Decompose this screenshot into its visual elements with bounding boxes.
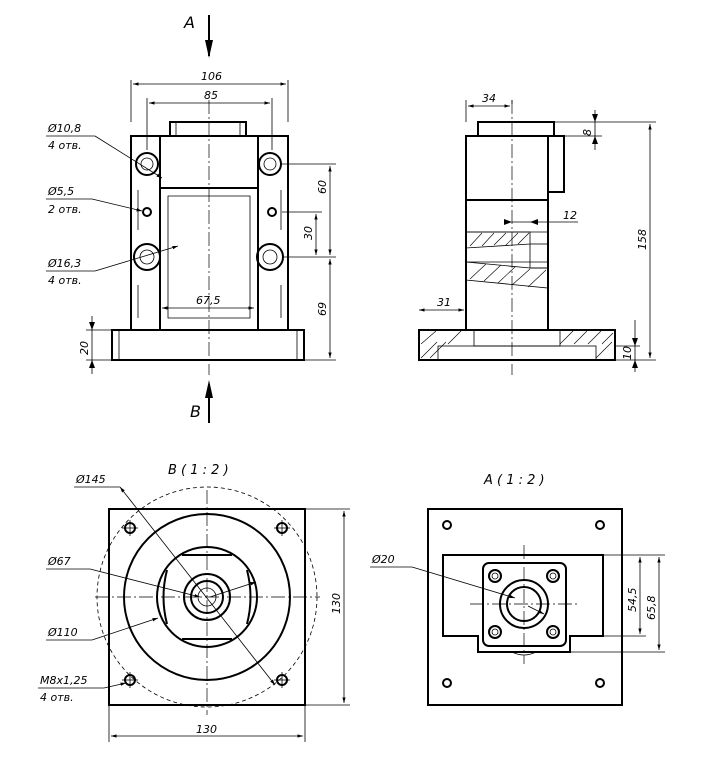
hole-small-left — [142, 207, 152, 217]
dia-inner-label: Ø67 — [47, 555, 71, 568]
dim-total-height: 158 — [636, 229, 649, 250]
dim-base-thickness: 10 — [621, 346, 634, 360]
thread-label: M8x1,25 — [40, 674, 88, 687]
dim-outer-height: 65,8 — [645, 596, 658, 621]
front-view: A — [46, 13, 336, 423]
side-hatched-section — [465, 231, 549, 289]
leader-hole-counterbore — [94, 245, 179, 272]
dia-bore-label: Ø20 — [371, 553, 395, 566]
dim-slot-depth: 12 — [563, 209, 577, 222]
thread-count-label: 4 отв. — [40, 691, 74, 704]
hole-counterbore-count-label: 4 отв. — [48, 274, 82, 287]
hole-counterbore-lower-left — [133, 243, 161, 271]
dim-height-130: 130 — [330, 593, 343, 614]
hole-large-count-label: 4 отв. — [48, 139, 82, 152]
leader-dia-145 — [119, 486, 276, 686]
hole-counterbore-lower-right — [256, 243, 284, 271]
dim-base-offset: 31 — [437, 296, 451, 309]
dim-hole-spacing: 30 — [302, 226, 315, 240]
dim-inner-height: 54,5 — [626, 588, 639, 613]
hole-small-right — [267, 207, 277, 217]
side-body — [465, 135, 549, 331]
hole-small-dia-label: Ø5,5 — [47, 185, 74, 198]
view-a-title: A ( 1 : 2 ) — [483, 473, 545, 488]
dim-cap-height: 8 — [581, 129, 594, 136]
dim-upper-spacing: 60 — [316, 180, 329, 194]
dim-base-height: 20 — [78, 341, 91, 355]
view-b: B ( 1 : 2 ) Ø145 Ø67 Ø110 — [38, 463, 350, 742]
slot-window — [167, 195, 251, 319]
side-view: 34 8 158 12 31 10 — [418, 92, 656, 375]
leader-dia-20 — [411, 566, 516, 599]
leader-dia-110 — [91, 617, 159, 641]
hole-large-upper-left — [135, 152, 159, 176]
side-top-cap — [477, 121, 555, 137]
dia-bolt-circle-label: Ø145 — [75, 473, 106, 486]
dia-middle-label: Ø110 — [47, 626, 78, 639]
leader-hole-small — [91, 198, 143, 212]
base-plate — [111, 329, 305, 361]
dim-slot-width: 67,5 — [196, 294, 221, 307]
hole-small-count-label: 2 отв. — [48, 203, 82, 216]
hole-large-upper-right — [258, 152, 282, 176]
view-b-title: B ( 1 : 2 ) — [168, 463, 229, 478]
view-arrow-a-label: A — [183, 13, 195, 32]
view-arrow-a-head — [205, 40, 213, 58]
top-cap — [169, 121, 247, 137]
dim-width-overall: 106 — [201, 70, 222, 83]
side-base-hatch — [420, 330, 614, 359]
view-a-square-cap — [482, 562, 567, 647]
hole-counterbore-dia-label: Ø16,3 — [47, 257, 81, 270]
view-arrow-b-head — [205, 380, 213, 398]
hole-large-dia-label: Ø10,8 — [47, 122, 81, 135]
leader-thread — [103, 682, 127, 689]
leader-dia-67 — [89, 568, 201, 598]
dim-width-inner: 85 — [204, 89, 218, 102]
side-bracket — [547, 135, 565, 193]
dim-width-130: 130 — [196, 723, 217, 736]
dim-lower-height: 69 — [316, 302, 329, 316]
side-base-plate — [418, 329, 616, 361]
leader-hole-large — [94, 135, 163, 179]
view-arrow-b-label: B — [190, 402, 201, 421]
view-a-plate — [427, 508, 623, 706]
view-a-recess — [442, 554, 604, 653]
dim-top-width: 34 — [482, 92, 496, 105]
view-a: A ( 1 : 2 ) Ø20 54,5 65,8 — [370, 473, 665, 706]
